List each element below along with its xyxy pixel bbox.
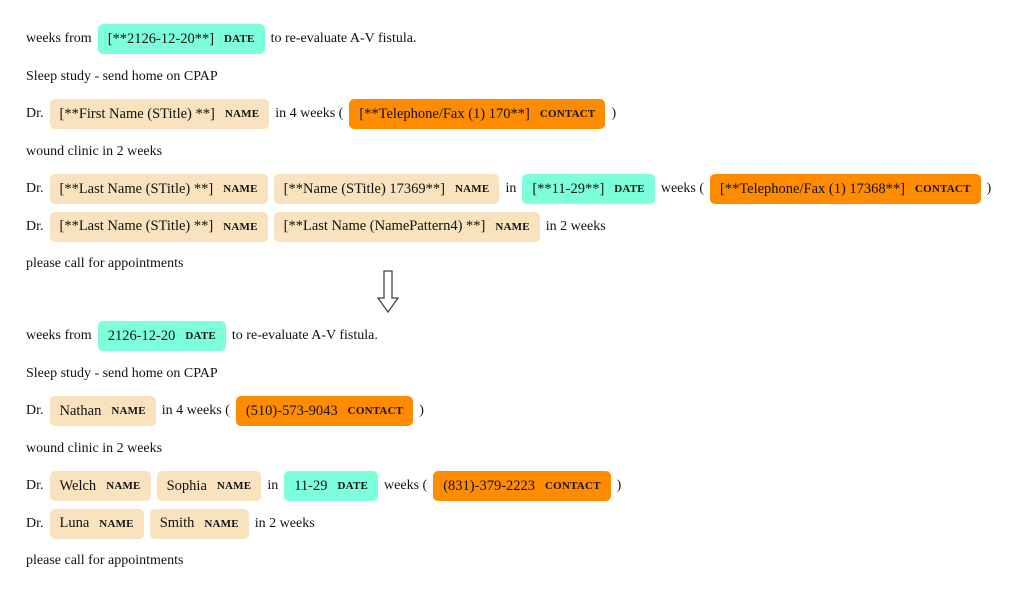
entity-label: DATE xyxy=(614,183,645,195)
entity-value: Luna xyxy=(59,515,90,531)
plain-text: to re-evaluate A-V fistula. xyxy=(231,328,378,343)
entity-label: NAME xyxy=(224,108,260,120)
entity-label: NAME xyxy=(223,183,258,195)
plain-text: to re-evaluate A-V fistula. xyxy=(270,31,417,46)
text-line: please call for appointments xyxy=(26,546,627,576)
plain-text: ) xyxy=(611,106,617,121)
text-line: Sleep study - send home on CPAP xyxy=(26,62,997,92)
entity-value: Sophia xyxy=(166,477,207,494)
text-line: weeks from 2126-12-20 DATE to re-evaluate A… xyxy=(26,321,627,351)
entity-label: CONTACT xyxy=(915,183,971,195)
plain-text: wound clinic in 2 weeks xyxy=(26,143,163,159)
entity-value: 2126-12-20 xyxy=(107,327,176,344)
plain-text: in 2 weeks xyxy=(545,218,606,234)
entity-value: [**Last Name (STitle) **] xyxy=(59,180,214,197)
plain-text: weeks ( xyxy=(384,478,428,493)
plain-text: weeks from xyxy=(26,31,92,46)
plain-text: weeks from xyxy=(26,328,92,343)
plain-text: Sleep study - send home on CPAP xyxy=(26,365,218,381)
entity-value: [**11-29**] xyxy=(532,180,605,197)
name-entity: Welch NAME xyxy=(49,471,151,501)
original-annotated-text: weeks from [**2126-12-20**] DATE to re-eval… xyxy=(26,24,997,287)
plain-text: ) xyxy=(616,478,622,493)
entity-value: Smith xyxy=(159,515,195,531)
plain-text: Sleep study - send home on CPAP xyxy=(26,68,218,84)
plain-text: Dr. xyxy=(26,218,44,234)
entity-value: [**Telephone/Fax (1) 170**] xyxy=(359,105,530,122)
text-line: Dr. Luna NAME Smith NAME in 2 weeks xyxy=(26,508,627,539)
text-line: wound clinic in 2 weeks xyxy=(26,434,627,464)
entity-label: DATE xyxy=(337,480,369,492)
entity-value: [**First Name (STitle) **] xyxy=(59,105,215,122)
entity-label: NAME xyxy=(204,517,239,530)
entity-label: NAME xyxy=(106,480,141,492)
text-line: Dr.[**Last Name (STitle) **]NAME[**Last … xyxy=(26,211,997,242)
entity-value: Nathan xyxy=(59,402,102,419)
entity-label: NAME xyxy=(111,405,146,417)
text-line: Dr. Nathan NAME in 4 weeks ( (510)-573-9043 C… xyxy=(26,396,627,426)
text-line: Dr. [**First Name (STitle) **] NAME in 4 we… xyxy=(26,99,997,129)
date-entity: 11-29 DATE xyxy=(284,471,379,501)
plain-text: Dr. xyxy=(26,403,44,418)
text-line: wound clinic in 2 weeks xyxy=(26,137,997,167)
plain-text: in 2 weeks xyxy=(254,515,315,531)
text-line: please call for appointments xyxy=(26,249,997,279)
text-line: Sleep study - send home on CPAP xyxy=(26,359,627,389)
name-entity: Nathan NAME xyxy=(49,396,156,426)
name-entity: [**Last Name (STitle) **] NAME xyxy=(49,211,268,242)
plain-text: Dr. xyxy=(26,106,44,121)
entity-label: CONTACT xyxy=(539,108,596,120)
plain-text: Dr. xyxy=(26,181,44,196)
entity-value: [**Last Name (STitle) **] xyxy=(59,218,214,234)
contact-entity: (831)-379-2223 CONTACT xyxy=(433,471,611,501)
text-line: Dr. Welch NAME Sophia NAME in 11-29 DATE weeks (… xyxy=(26,471,627,501)
plain-text: please call for appointments xyxy=(26,256,184,271)
entity-label: NAME xyxy=(216,480,252,492)
plain-text: in 4 weeks ( xyxy=(275,106,344,121)
entity-value: [**Telephone/Fax (1) 17368**] xyxy=(719,180,906,197)
entity-label: NAME xyxy=(455,183,490,195)
entity-value: 11-29 xyxy=(294,477,328,494)
down-arrow-icon xyxy=(376,270,400,314)
text-line: Dr.[**Last Name (STitle) **]NAME[**Name … xyxy=(26,174,997,204)
plain-text: wound clinic in 2 weeks xyxy=(26,440,163,456)
name-entity: Sophia NAME xyxy=(156,471,262,501)
entity-label: CONTACT xyxy=(347,405,404,417)
plain-text: please call for appointments xyxy=(26,553,184,568)
contact-entity: (510)-573-9043 CONTACT xyxy=(235,396,414,426)
entity-label: NAME xyxy=(223,220,258,233)
name-entity: [**Name (STitle) 17369**] NAME xyxy=(273,174,500,204)
plain-text: Dr. xyxy=(26,515,44,531)
plain-text: ) xyxy=(986,181,992,196)
plain-text: weeks ( xyxy=(660,181,704,196)
entity-label: NAME xyxy=(99,517,134,530)
date-entity: [**2126-12-20**] DATE xyxy=(97,24,265,54)
name-entity: [**First Name (STitle) **] NAME xyxy=(49,99,270,129)
entity-label: DATE xyxy=(185,330,216,342)
date-entity: [**11-29**] DATE xyxy=(522,174,655,204)
name-entity: Smith NAME xyxy=(149,508,249,539)
plain-text: in 4 weeks ( xyxy=(161,403,230,418)
entity-value: [**Last Name (NamePattern4) **] xyxy=(283,218,486,234)
entity-label: CONTACT xyxy=(545,480,601,492)
plain-text: ) xyxy=(419,403,424,418)
plain-text: in xyxy=(505,181,517,196)
entity-label: DATE xyxy=(224,33,255,45)
contact-entity: [**Telephone/Fax (1) 17368**] CONTACT xyxy=(709,174,981,204)
name-entity: [**Last Name (STitle) **] NAME xyxy=(49,174,268,204)
text-line: weeks from [**2126-12-20**] DATE to re-eval… xyxy=(26,24,997,54)
entity-value: Welch xyxy=(59,477,97,494)
date-entity: 2126-12-20 DATE xyxy=(97,321,226,351)
name-entity: Luna NAME xyxy=(49,508,144,539)
plain-text: in xyxy=(267,478,279,493)
entity-value: (831)-379-2223 xyxy=(443,477,536,494)
entity-value: [**2126-12-20**] xyxy=(107,30,215,47)
entity-value: [**Name (STitle) 17369**] xyxy=(283,180,446,197)
entity-value: (510)-573-9043 xyxy=(245,402,338,419)
contact-entity: [**Telephone/Fax (1) 170**] CONTACT xyxy=(349,99,606,129)
name-entity: [**Last Name (NamePattern4) **] NAME xyxy=(273,211,540,242)
plain-text: Dr. xyxy=(26,478,44,493)
entity-label: NAME xyxy=(495,220,530,233)
